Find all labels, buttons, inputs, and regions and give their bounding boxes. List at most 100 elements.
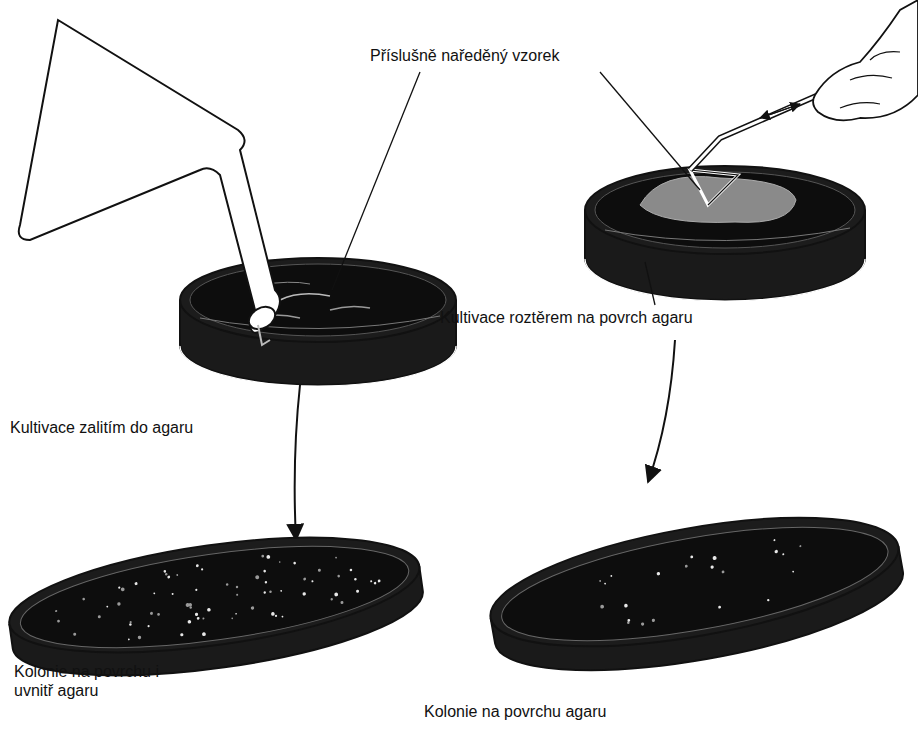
colony-dot xyxy=(340,601,343,604)
colony-dot xyxy=(163,570,166,573)
result-label: Kolonie na povrchu i uvnitř agaru xyxy=(14,662,164,700)
colony-dot xyxy=(251,606,255,610)
colony-dot xyxy=(106,606,108,608)
colony-dot xyxy=(600,604,604,608)
colony-dot xyxy=(774,550,778,554)
colony-dot xyxy=(271,612,275,616)
pour-dish xyxy=(180,258,456,386)
colony-dot xyxy=(337,575,340,578)
leader-line xyxy=(332,72,420,290)
colony-dot xyxy=(354,578,357,581)
colony-dot xyxy=(167,575,170,578)
colony-dot xyxy=(172,593,174,595)
colony-dot xyxy=(73,633,76,636)
colony-dot xyxy=(721,570,724,573)
colony-dot xyxy=(710,565,714,569)
process-arrow xyxy=(648,340,675,482)
colony-dot xyxy=(202,632,206,636)
colony-dot xyxy=(57,620,60,623)
colony-dot xyxy=(263,570,266,573)
colony-dot xyxy=(195,613,199,617)
colony-dot xyxy=(604,583,606,585)
colony-dot xyxy=(624,604,628,608)
colony-dot xyxy=(201,568,203,570)
colony-dot xyxy=(370,580,372,582)
leader-line xyxy=(645,262,655,305)
colony-dot xyxy=(610,575,612,577)
method-label: Kultivace zalitím do agaru xyxy=(10,418,193,437)
colony-dot xyxy=(255,575,260,580)
colony-dot xyxy=(685,565,688,568)
colony-dot xyxy=(235,613,237,615)
colony-dot xyxy=(656,572,660,576)
colony-dot xyxy=(195,589,197,591)
colony-dot xyxy=(117,602,121,606)
spread-dish xyxy=(585,166,865,301)
process-arrow xyxy=(295,385,300,540)
leader-line xyxy=(600,72,700,190)
colony-dot xyxy=(782,553,784,555)
colony-dot xyxy=(82,598,85,601)
colony-dot xyxy=(236,594,238,596)
colony-dot xyxy=(129,623,132,626)
colony-dot xyxy=(334,592,338,596)
colony-dot xyxy=(712,556,717,561)
colony-dot xyxy=(202,617,204,619)
spreader-hand xyxy=(690,0,918,205)
colony-dot xyxy=(196,564,199,567)
colony-dot xyxy=(279,561,281,563)
colony-dot xyxy=(281,616,283,618)
colony-dot xyxy=(121,587,125,591)
colony-dot xyxy=(265,581,268,584)
colony-dot xyxy=(374,582,377,585)
colony-dot xyxy=(799,545,801,547)
colony-dot xyxy=(153,592,155,594)
colony-dot xyxy=(157,613,160,616)
colony-dot xyxy=(652,619,656,623)
colony-dot xyxy=(275,615,277,617)
colony-dot xyxy=(599,580,601,582)
colony-dot xyxy=(378,579,381,582)
colony-dot xyxy=(767,599,770,602)
colony-dot xyxy=(303,577,306,580)
colony-dot xyxy=(129,621,131,623)
colony-dot xyxy=(627,619,630,622)
colony-dot xyxy=(349,569,352,572)
result-dish-spread xyxy=(481,493,912,695)
colony-dot xyxy=(263,591,266,594)
colony-dot xyxy=(165,573,168,576)
colony-dot xyxy=(150,612,153,615)
result-label: Kolonie na povrchu agaru xyxy=(424,702,606,721)
colony-dot xyxy=(718,606,721,609)
colony-dot xyxy=(128,638,130,640)
colony-dot xyxy=(55,610,57,612)
colony-dot xyxy=(147,625,149,627)
colony-dot xyxy=(311,580,313,582)
colony-dot xyxy=(690,555,693,558)
colony-dot xyxy=(356,590,359,593)
colony-dot xyxy=(207,608,211,612)
colony-dot xyxy=(261,555,264,558)
colony-dot xyxy=(118,586,120,588)
colony-dot xyxy=(176,574,178,576)
colony-dot xyxy=(138,636,142,640)
colony-dot xyxy=(134,582,137,585)
colony-dot xyxy=(226,583,229,586)
colony-dot xyxy=(188,603,192,607)
method-label: Kultivace roztěrem na povrch agaru xyxy=(440,308,693,327)
colony-dot xyxy=(792,571,794,573)
colony-dot xyxy=(269,590,272,593)
colony-dot xyxy=(266,555,270,559)
colony-dot xyxy=(180,633,184,637)
colony-dot xyxy=(236,586,239,589)
colony-dot xyxy=(302,592,306,596)
colony-dot xyxy=(98,615,101,618)
colony-dot xyxy=(773,539,775,541)
colony-dot xyxy=(330,598,333,601)
colony-dot xyxy=(335,557,337,559)
colony-dot xyxy=(280,590,282,592)
colony-dot xyxy=(231,617,233,619)
colony-dot xyxy=(318,569,321,572)
colony-dot xyxy=(641,622,645,626)
